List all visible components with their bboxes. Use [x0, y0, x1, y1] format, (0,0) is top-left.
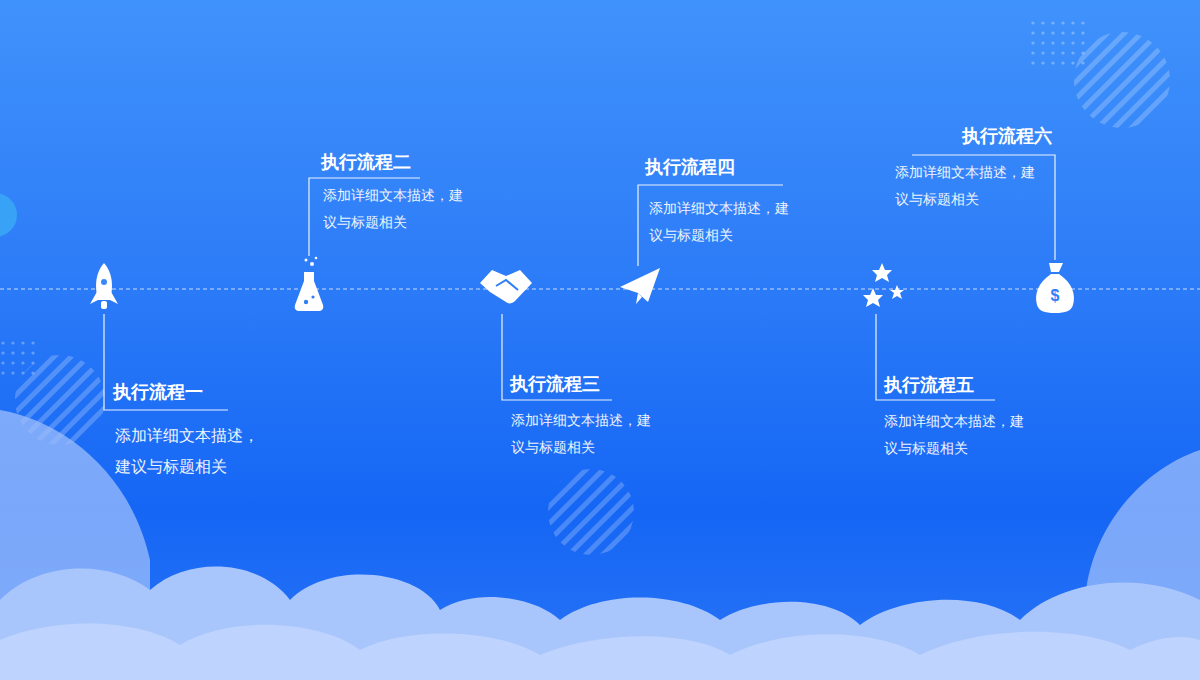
step-heading: 执行流程六	[962, 124, 1052, 148]
step-description: 添加详细文本描述，建 议与标题相关	[884, 408, 1030, 462]
step-heading: 执行流程三	[510, 372, 657, 396]
step-heading: 执行流程一	[113, 380, 265, 404]
step-heading: 执行流程五	[884, 373, 1030, 397]
step-description: 添加详细文本描述， 建议与标题相关	[115, 420, 265, 482]
step-description: 添加详细文本描述，建 议与标题相关	[511, 407, 657, 461]
dollar-sign: $	[1051, 287, 1060, 304]
process-step: 执行流程六添加详细文本描述，建 议与标题相关	[895, 124, 1052, 213]
step-description: 添加详细文本描述，建 议与标题相关	[323, 182, 469, 236]
process-step: 执行流程一添加详细文本描述， 建议与标题相关	[113, 380, 265, 482]
process-step: 执行流程四添加详细文本描述，建 议与标题相关	[645, 155, 795, 249]
step-description: 添加详细文本描述，建 议与标题相关	[649, 195, 795, 249]
step-heading: 执行流程二	[321, 150, 469, 174]
step-description: 添加详细文本描述，建 议与标题相关	[895, 159, 1041, 213]
process-step: 执行流程三添加详细文本描述，建 议与标题相关	[510, 372, 657, 461]
process-step: 执行流程二添加详细文本描述，建 议与标题相关	[321, 150, 469, 236]
step-heading: 执行流程四	[645, 155, 795, 179]
process-step: 执行流程五添加详细文本描述，建 议与标题相关	[884, 373, 1030, 462]
